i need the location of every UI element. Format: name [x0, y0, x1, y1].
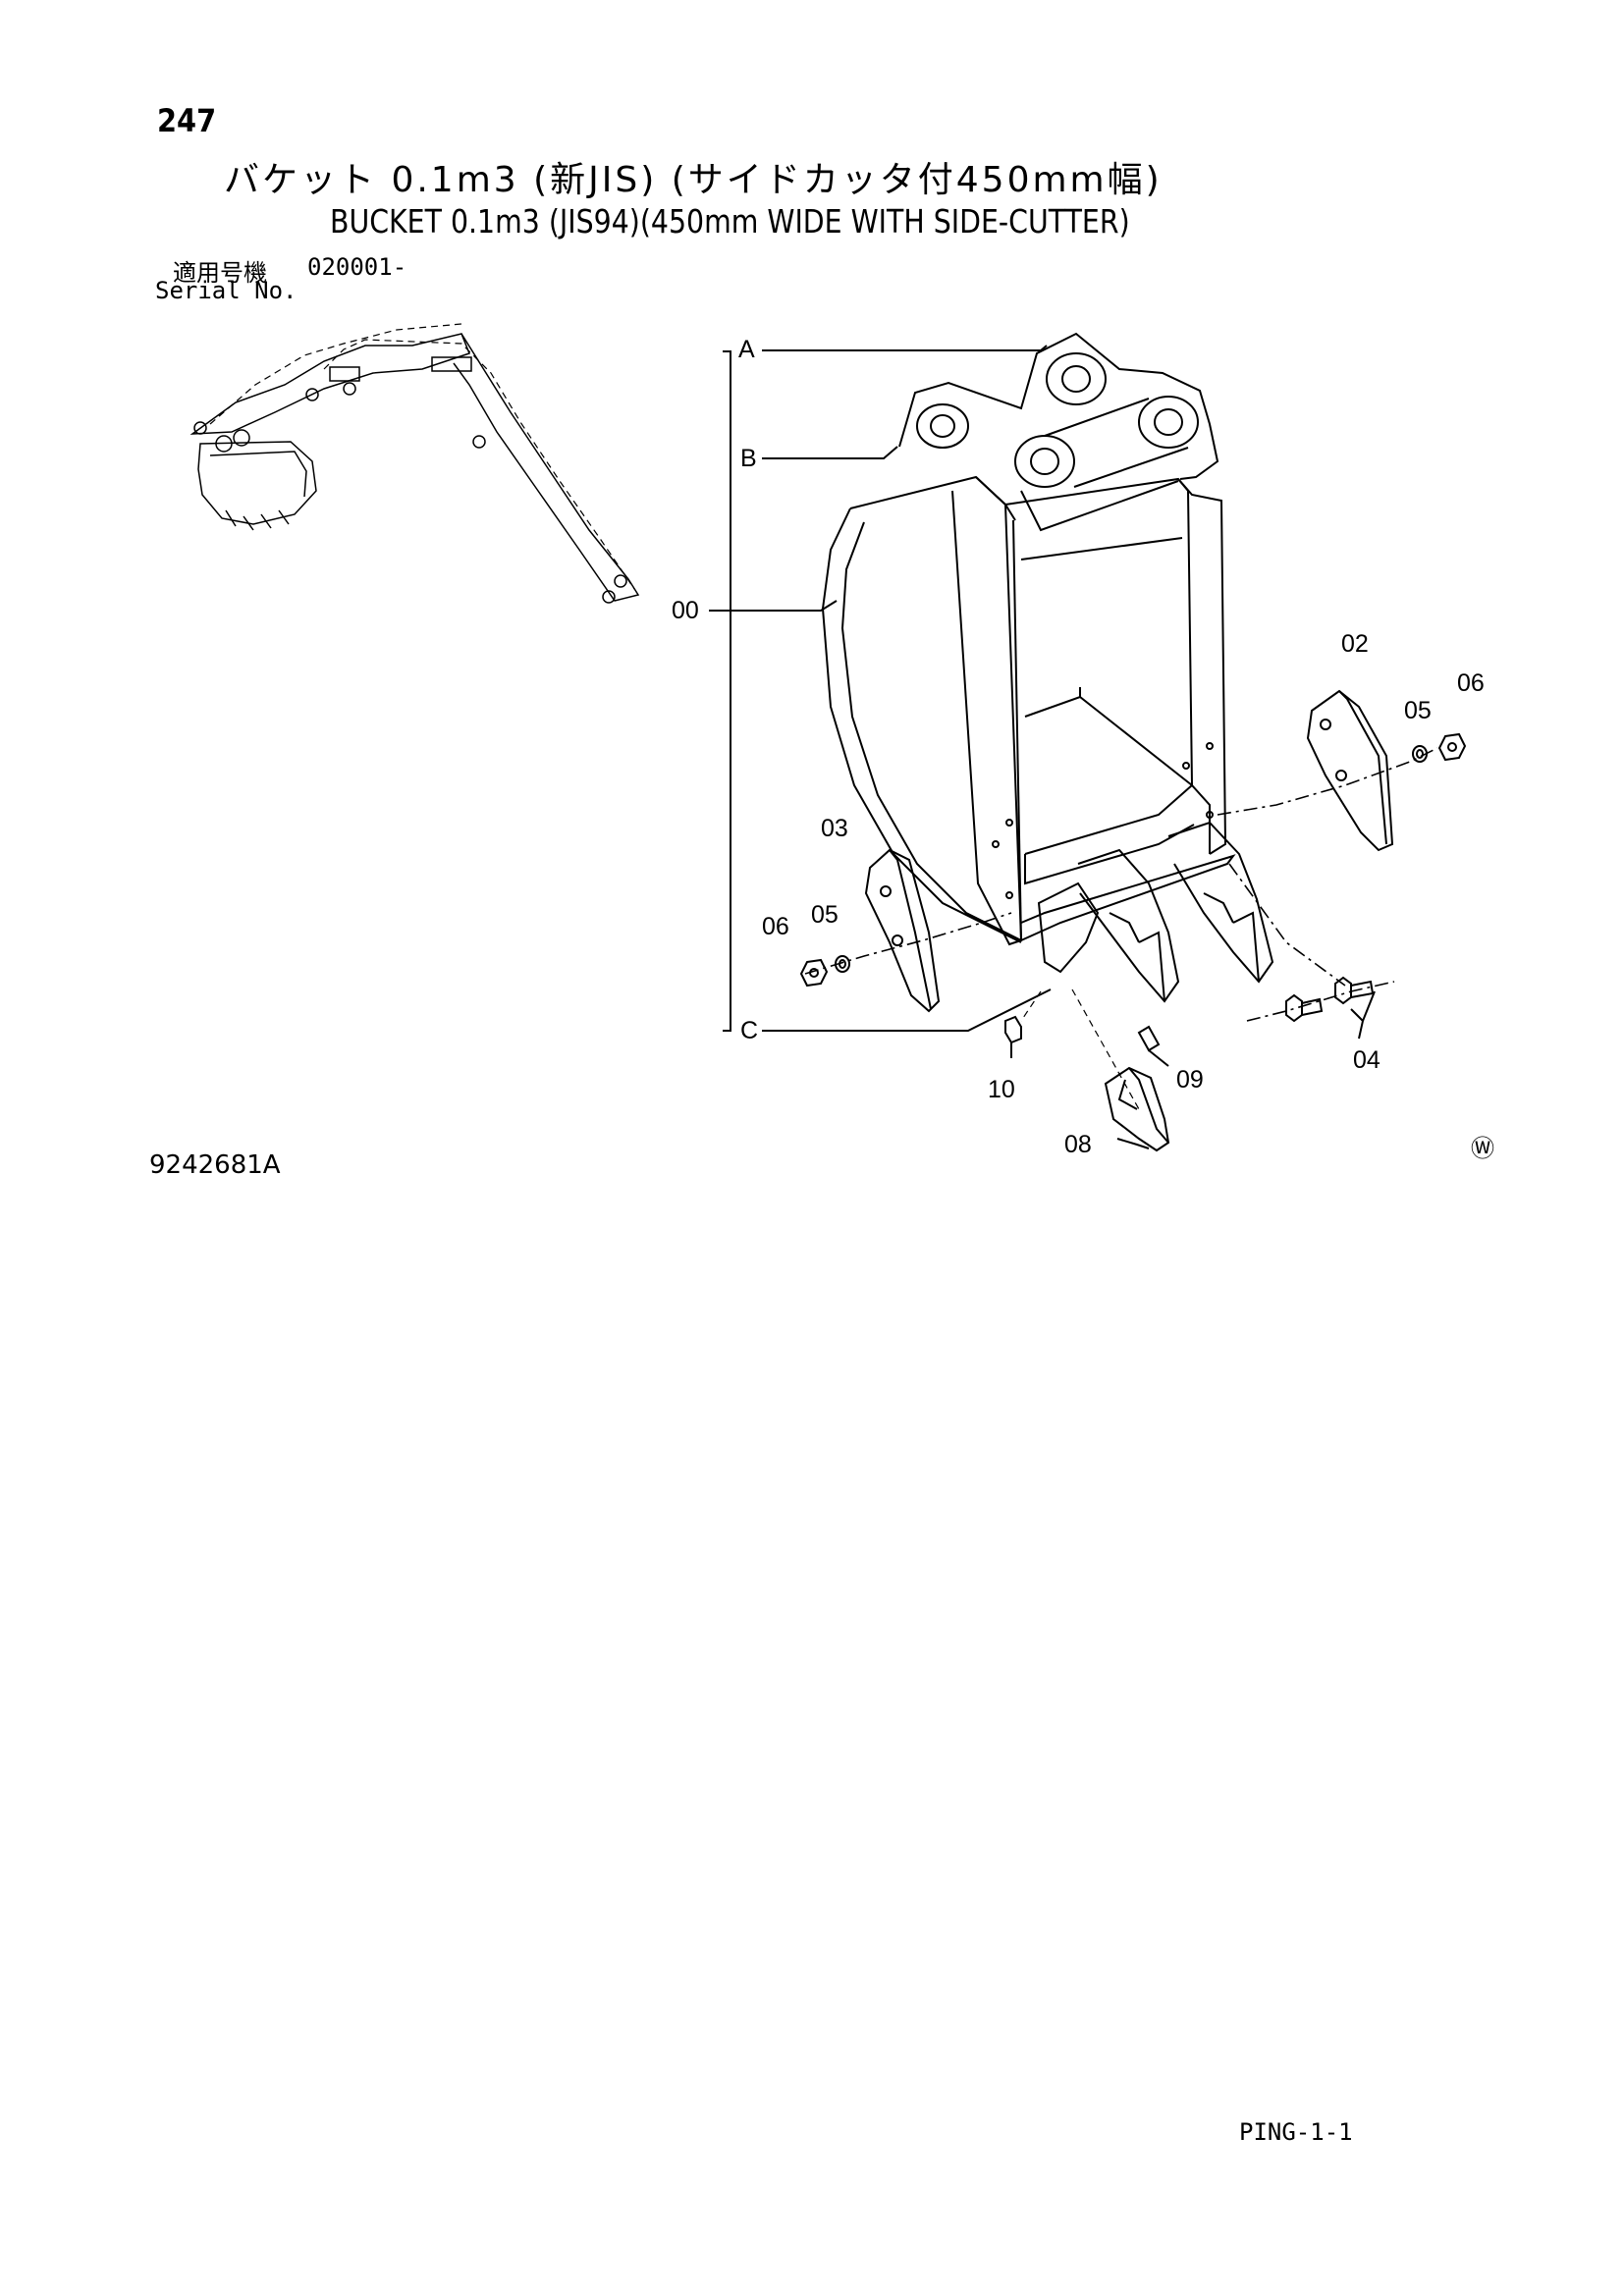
title-english: BUCKET 0.1m3 (JIS94)(450mm WIDE WITH SID… — [330, 202, 1130, 240]
title-japanese: バケット 0.1m3 (新JIS) (サイドカッタ付450mm幅) — [224, 160, 1163, 200]
callout-05-left: 05 — [811, 901, 839, 929]
callout-a: A — [738, 336, 755, 363]
callout-05-right: 05 — [1404, 697, 1432, 724]
callout-02: 02 — [1341, 630, 1369, 658]
bucket-assembly — [709, 332, 1274, 1110]
callout-06-left: 06 — [762, 913, 789, 940]
drawing-number: 9242681A — [149, 1150, 281, 1180]
callout-06-right: 06 — [1457, 669, 1485, 697]
callout-08: 08 — [1064, 1131, 1092, 1158]
callout-04: 04 — [1353, 1046, 1380, 1074]
serial-label-english: Serial No. — [155, 277, 298, 304]
callout-03: 03 — [821, 815, 848, 842]
side-cutter-left — [799, 848, 1012, 1013]
callout-00: 00 — [672, 597, 699, 624]
page-number: 247 — [157, 102, 217, 139]
callout-c: C — [740, 1017, 758, 1044]
footer-code: PING-1-1 — [1239, 2118, 1353, 2146]
tooth-parts — [1004, 1015, 1170, 1152]
bolts — [1228, 863, 1395, 1040]
callout-10: 10 — [988, 1076, 1015, 1103]
callout-09: 09 — [1176, 1066, 1204, 1094]
side-cutter-right — [1217, 689, 1467, 852]
serial-label-japanese: 適用号機 — [173, 259, 267, 287]
callout-b: B — [740, 445, 757, 472]
serial-number-value: 020001- — [307, 253, 407, 281]
excavator-arm-thumbnail — [189, 323, 640, 604]
w-mark-icon: Ⓦ — [1471, 1135, 1494, 1162]
